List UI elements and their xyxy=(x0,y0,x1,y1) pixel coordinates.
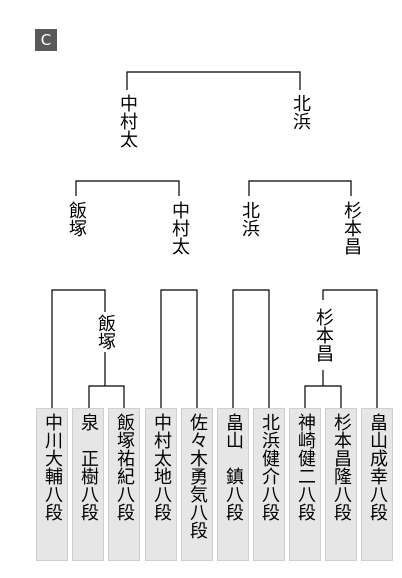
section-badge: C xyxy=(35,29,57,51)
winner-final-right: 北浜 xyxy=(290,92,311,132)
player-name: 畠山 鎮八段 xyxy=(223,413,244,521)
match-izumi-iizuka xyxy=(88,385,125,408)
winner-semi-nakamura: 中村太 xyxy=(169,199,190,257)
winner-semi-kitahama: 北浜 xyxy=(239,199,260,239)
match-nakamura-sasaki xyxy=(160,289,198,408)
player-box-kanzaki: 神崎健二八段 xyxy=(289,408,321,561)
winner-final-left: 中村太 xyxy=(117,92,138,150)
player-name: 畠山成幸八段 xyxy=(367,413,388,521)
player-name: 佐々木勇気八段 xyxy=(187,413,208,539)
player-box-iizuka: 飯塚祐紀八段 xyxy=(108,408,140,561)
player-box-nakamura: 中村太地八段 xyxy=(145,408,177,561)
player-box-sasaki: 佐々木勇気八段 xyxy=(181,408,213,561)
final-connector xyxy=(126,71,301,90)
player-box-izumi: 泉 正樹八段 xyxy=(72,408,104,561)
player-box-hatakeyama-mamoru: 畠山 鎮八段 xyxy=(217,408,249,561)
winner-r1-sugimoto: 杉本昌 xyxy=(313,306,334,364)
player-box-sugimoto: 杉本昌隆八段 xyxy=(325,408,357,561)
match-kanzaki-sugimoto xyxy=(304,385,342,408)
semi-right-connector xyxy=(248,180,352,196)
player-name: 杉本昌隆八段 xyxy=(331,413,352,521)
player-name: 中川大輔八段 xyxy=(42,413,63,521)
semi-left-connector xyxy=(75,180,180,196)
player-name: 神崎健二八段 xyxy=(295,413,316,521)
player-name: 泉 正樹八段 xyxy=(78,413,99,521)
match-sugimoto-hatakeyama xyxy=(322,289,378,408)
player-box-hatakeyama-nariyuki: 畠山成幸八段 xyxy=(361,408,393,561)
player-name: 中村太地八段 xyxy=(151,413,172,521)
match-nakagawa-iizuka xyxy=(51,289,106,408)
winner-semi-sugimoto: 杉本昌 xyxy=(341,199,362,257)
winner-semi-iizuka: 飯塚 xyxy=(66,199,87,239)
player-name: 飯塚祐紀八段 xyxy=(114,413,135,521)
player-box-nakagawa: 中川大輔八段 xyxy=(36,408,68,561)
winner-r1-iizuka: 飯塚 xyxy=(95,312,116,352)
player-box-kitahama: 北浜健介八段 xyxy=(253,408,285,561)
player-name: 北浜健介八段 xyxy=(259,413,280,521)
match-hatakeyama-kitahama xyxy=(232,289,270,408)
